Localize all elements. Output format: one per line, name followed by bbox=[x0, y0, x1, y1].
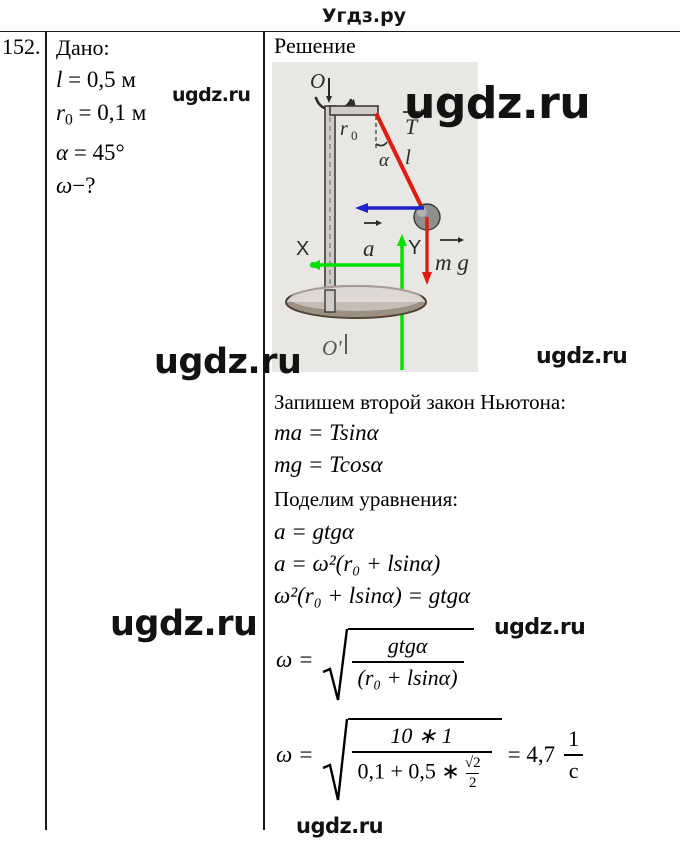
watermark-7: ugdz.ru bbox=[296, 814, 384, 838]
given-symbol-l: l bbox=[56, 67, 63, 92]
label-a: a bbox=[363, 236, 375, 261]
given-symbol-r: r bbox=[56, 100, 65, 125]
unit-numerator: 1 bbox=[568, 726, 580, 751]
watermark-1: ugdz.ru bbox=[172, 84, 251, 106]
omega-numeric-lhs: ω = bbox=[276, 742, 314, 767]
unit-denominator: с bbox=[563, 754, 584, 784]
equation-omega-squared: ω²(r₀ + lsinα) = gtgα bbox=[274, 583, 471, 608]
given-symbol-omega: ω bbox=[56, 173, 73, 199]
watermark-5: ugdz.ru bbox=[110, 604, 258, 644]
label-r0: r bbox=[340, 118, 348, 140]
given-value-alpha: = 45° bbox=[73, 140, 125, 166]
equation-a-omega: a = ω²(r₀ + lsinα) bbox=[274, 551, 441, 576]
given-subscript-r: 0 bbox=[64, 111, 73, 129]
given-value-r: = 0,1 м bbox=[78, 100, 147, 125]
omega-result: = 4,7 1 с bbox=[508, 726, 584, 784]
given-title: Дано: bbox=[56, 35, 110, 60]
given-value-l: = 0,5 м bbox=[68, 67, 136, 92]
equation-a-gtg: a = gtgα bbox=[274, 519, 354, 544]
equation-ma: ma = Tsinα bbox=[274, 420, 379, 445]
radical-sign-icon bbox=[322, 628, 348, 701]
site-header: Угдз.ру bbox=[0, 0, 680, 31]
label-O-prime: O' bbox=[322, 336, 342, 360]
site-brand: Угдз.ру bbox=[321, 4, 407, 27]
denominator-head: 0,1 + 0,5 ∗ bbox=[357, 758, 460, 784]
watermark-6: ugdz.ru bbox=[494, 615, 586, 640]
fraction-numerator-symbolic: gtgα bbox=[387, 633, 428, 658]
given-item-omega: ω−? bbox=[56, 169, 256, 202]
label-O: O bbox=[310, 69, 325, 93]
radical-content-symbolic: gtgα (r₀ + lsinα) bbox=[347, 628, 474, 691]
given-symbol-alpha: α bbox=[56, 140, 69, 166]
label-mg: m g bbox=[435, 250, 469, 275]
watermark-2: ugdz.ru bbox=[404, 78, 591, 129]
fraction-denominator-symbolic: (r₀ + lsinα) bbox=[351, 661, 464, 691]
watermark-4: ugdz.ru bbox=[536, 344, 628, 369]
label-alpha: α bbox=[379, 150, 390, 171]
label-Y: Y bbox=[408, 237, 421, 259]
sqrt2-numerator: √2 bbox=[464, 755, 481, 771]
equation-mg: mg = Tcosα bbox=[274, 452, 383, 477]
label-l: l bbox=[405, 145, 411, 169]
table-top-border bbox=[0, 31, 680, 32]
physics-diagram: O r 0 T l α X a Y m g O' bbox=[272, 62, 478, 372]
omega-symbolic-lhs: ω = bbox=[276, 646, 314, 672]
sqrt2-denominator: 2 bbox=[465, 773, 480, 792]
problem-number: 152. bbox=[2, 34, 41, 59]
given-item-alpha: α = 45° bbox=[56, 136, 256, 169]
table-divider-right bbox=[263, 31, 265, 830]
radical-symbolic: gtgα (r₀ + lsinα) bbox=[322, 628, 474, 701]
radical-sign-icon-numeric bbox=[322, 718, 348, 801]
label-X: X bbox=[296, 238, 309, 260]
solution-title: Решение bbox=[274, 33, 356, 58]
label-T: T bbox=[405, 114, 419, 139]
omega-result-value: = 4,7 bbox=[507, 742, 556, 767]
given-column: Дано: l = 0,5 м r0 = 0,1 м α = 45° ω−? bbox=[56, 33, 256, 202]
given-item-r0: r0 = 0,1 м bbox=[56, 96, 256, 136]
fraction-symbolic: gtgα (r₀ + lsinα) bbox=[351, 633, 464, 691]
fraction-numerator-numeric: 10 ∗ 1 bbox=[390, 723, 453, 748]
given-value-omega: −? bbox=[72, 173, 96, 199]
table-divider-left bbox=[45, 31, 47, 830]
unit-inverse-second: 1 с bbox=[563, 726, 584, 784]
omega-symbolic-row: ω = gtgα (r₀ + lsinα) bbox=[276, 628, 474, 701]
diagram-svg: O r 0 T l α X a Y m g O' bbox=[272, 62, 478, 372]
newton-law-text: Запишем второй закон Ньютона: bbox=[274, 390, 567, 414]
watermark-3: ugdz.ru bbox=[154, 342, 302, 382]
divide-equations-text: Поделим уравнения: bbox=[274, 487, 459, 511]
label-r0-sub: 0 bbox=[351, 128, 358, 143]
given-item-l: l = 0,5 м bbox=[56, 63, 256, 96]
